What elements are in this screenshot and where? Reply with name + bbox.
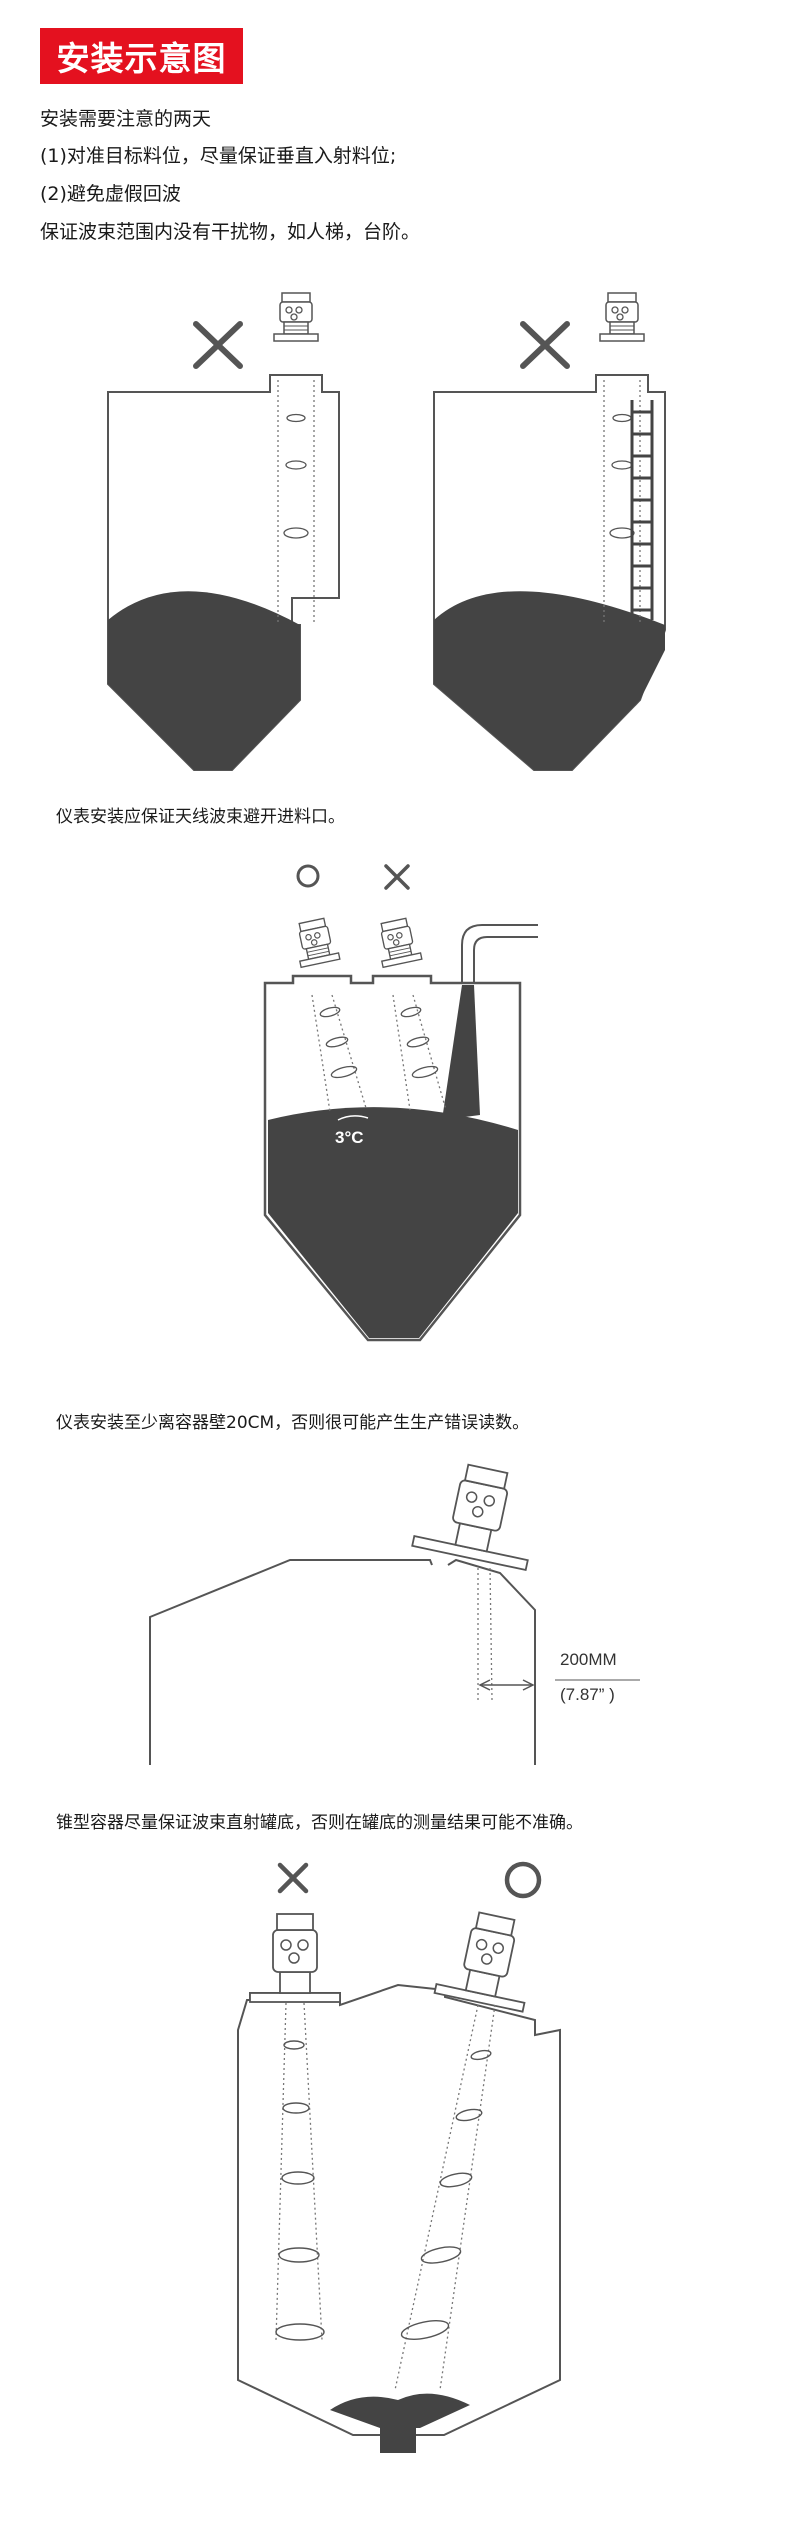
intro-line-1: 安装需要注意的两天 — [40, 108, 212, 130]
cross-icon — [384, 864, 410, 890]
silo-ladder — [433, 292, 666, 771]
diagram-inlet: 3°C — [263, 864, 538, 1342]
cross-icon — [193, 321, 243, 369]
ok-circle-icon — [296, 864, 320, 888]
intro-line-2: (1)对准目标料位，尽量保证垂直入射料位; — [40, 145, 397, 167]
caption-cone-vessel: 锥型容器尽量保证波束直射罐底，否则在罐底的测量结果可能不准确。 — [56, 1813, 583, 1833]
caption-inlet: 仪表安装应保证天线波束避开进料口。 — [56, 807, 345, 827]
distance-mm-label: 200MM — [560, 1650, 617, 1669]
ok-circle-icon — [504, 1861, 542, 1899]
caption-wall-distance: 仪表安装至少离容器壁20CM，否则很可能产生生产错误读数。 — [56, 1413, 530, 1433]
intro-line-4: 保证波束范围内没有干扰物，如人梯，台阶。 — [40, 221, 421, 243]
silo-step — [107, 292, 340, 771]
diagram-cone-vessel — [237, 1861, 561, 2453]
angle-label: 3°C — [335, 1128, 364, 1147]
page-title: 安装示意图 — [40, 28, 243, 84]
distance-inch-label: (7.87” ) — [560, 1685, 615, 1704]
intro-line-3: (2)避免虚假回波 — [40, 183, 181, 205]
cross-icon — [520, 321, 570, 369]
cross-icon — [277, 1862, 309, 1894]
diagram-wall-distance: 200MM (7.87” ) — [149, 1463, 640, 1765]
diagram-false-echo — [107, 292, 666, 771]
